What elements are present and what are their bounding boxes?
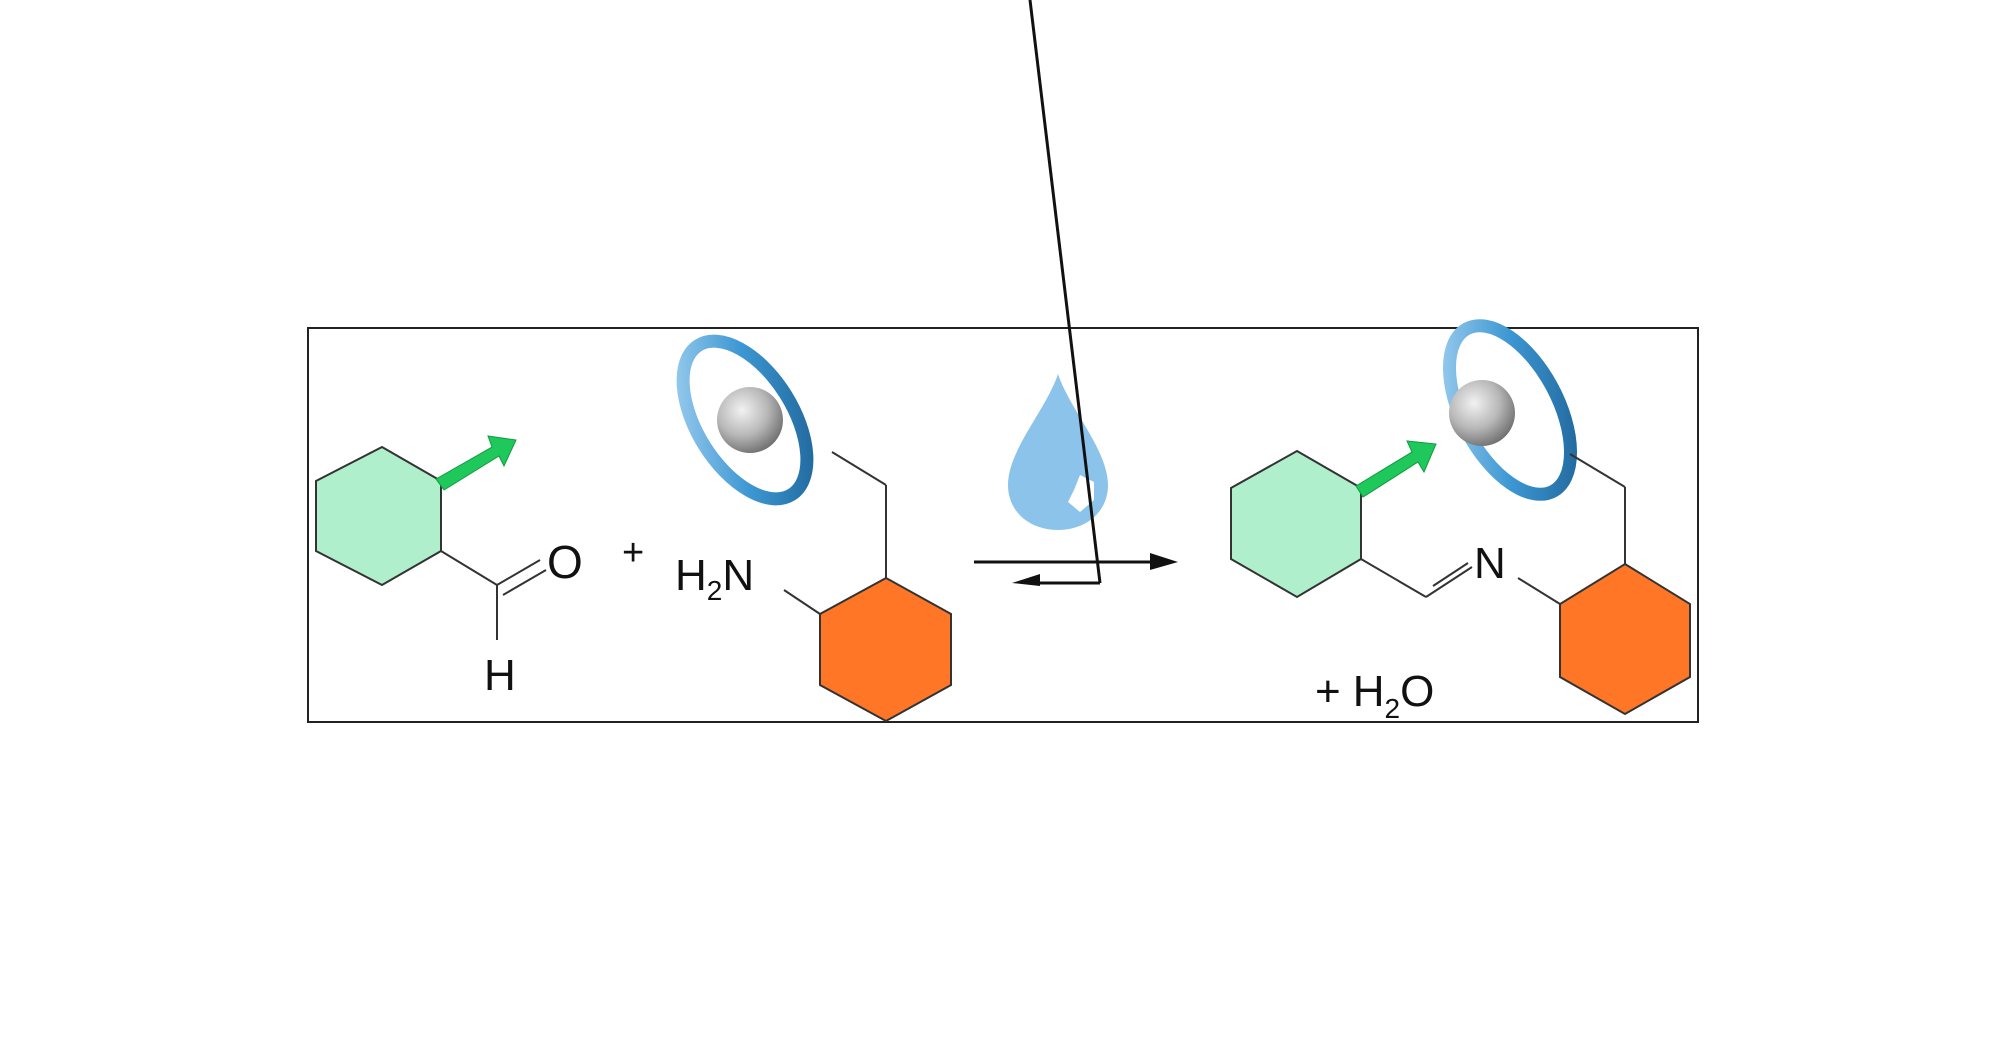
bond [1517, 577, 1561, 605]
amine-label: H2N [675, 551, 754, 606]
equilibrium-arrows [974, 0, 1178, 586]
bond [502, 569, 547, 596]
aldehyde-molecule: O H [315, 435, 583, 700]
plus-sign: + [622, 532, 644, 574]
imine-product: N [1230, 319, 1691, 716]
hydrogen-label: H [484, 651, 516, 700]
bond [783, 589, 821, 615]
stopper-ball-icon [717, 387, 783, 453]
water-byproduct-label: +H2O [1315, 667, 1434, 724]
imine-nitrogen-label: N [1474, 539, 1506, 588]
bond [1425, 566, 1473, 598]
product-stopper-ball-icon [1449, 380, 1515, 446]
amine-molecule: H2N [675, 334, 952, 723]
directing-arrow-icon [435, 435, 517, 491]
macrocycle-icon [676, 334, 814, 506]
bond [1432, 562, 1469, 587]
bond [831, 451, 887, 486]
product-amine-ring [1559, 562, 1691, 716]
oxygen-label: O [547, 536, 583, 588]
bond [1569, 453, 1626, 488]
bond [440, 550, 498, 586]
bond [1360, 558, 1427, 598]
bond [496, 559, 541, 586]
product-directing-arrow-icon [1355, 440, 1437, 498]
